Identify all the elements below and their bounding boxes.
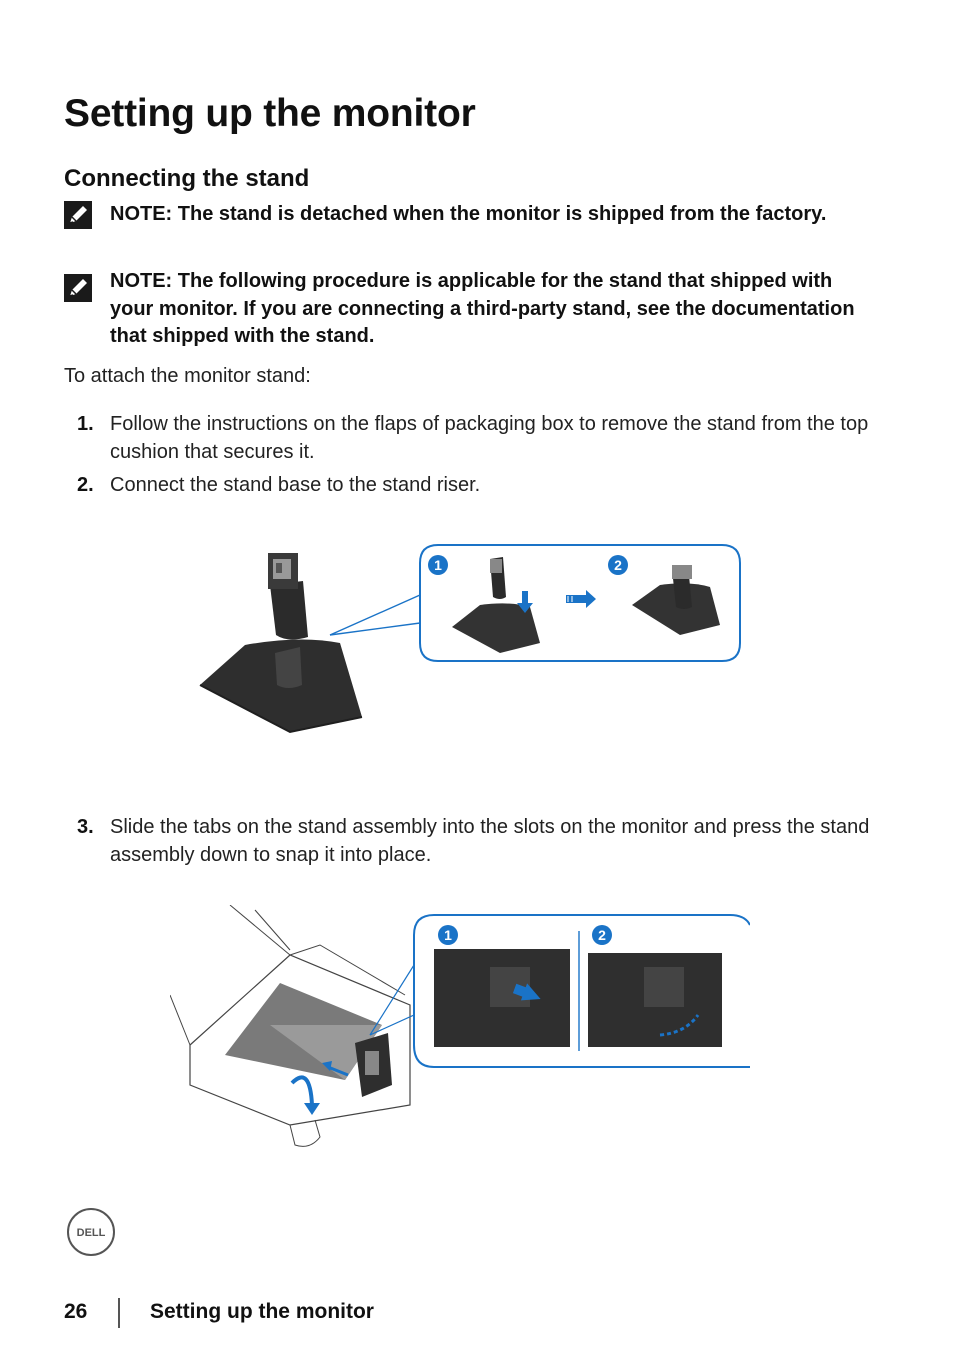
step-2: 2. Connect the stand base to the stand r… <box>64 472 874 500</box>
callout-label: 1 <box>434 557 442 573</box>
note-pencil-icon <box>64 274 92 302</box>
callout-2 <box>608 555 628 575</box>
step-number: 2. <box>77 474 94 496</box>
step-1: 1. Follow the instructions on the flaps … <box>64 411 874 467</box>
callout-label: 1 <box>444 927 452 943</box>
callout-1 <box>428 555 448 575</box>
note-pencil-icon <box>64 201 92 229</box>
attach-stand-illustration: 1 2 <box>170 905 750 1147</box>
section-title: Connecting the stand <box>64 165 310 192</box>
step-text: Slide the tabs on the stand assembly int… <box>110 816 870 866</box>
step-text: Follow the instructions on the flaps of … <box>110 413 869 463</box>
step-number: 3. <box>77 816 94 838</box>
intro-text: To attach the monitor stand: <box>64 365 311 387</box>
dell-logo: DELL <box>67 1208 115 1256</box>
step-3: 3. Slide the tabs on the stand assembly … <box>64 814 874 870</box>
note-text: NOTE: The stand is detached when the mon… <box>110 203 827 225</box>
callout-2 <box>592 925 612 945</box>
footer-title: Setting up the monitor <box>150 1300 374 1323</box>
callout-1 <box>438 925 458 945</box>
note-text: NOTE: The following procedure is applica… <box>110 270 855 347</box>
footer-divider <box>118 1298 120 1328</box>
stand-assembly-illustration: 1 2 <box>199 544 741 734</box>
step-number: 1. <box>77 413 94 435</box>
note-1: NOTE: The stand is detached when the mon… <box>64 201 874 261</box>
page-number: 26 <box>64 1300 88 1323</box>
callout-label: 2 <box>614 557 622 573</box>
note-2: NOTE: The following procedure is applica… <box>64 268 874 353</box>
page-title: Setting up the monitor <box>64 92 476 135</box>
svg-text:DELL: DELL <box>77 1227 106 1239</box>
step-text: Connect the stand base to the stand rise… <box>110 474 481 496</box>
callout-label: 2 <box>598 927 606 943</box>
